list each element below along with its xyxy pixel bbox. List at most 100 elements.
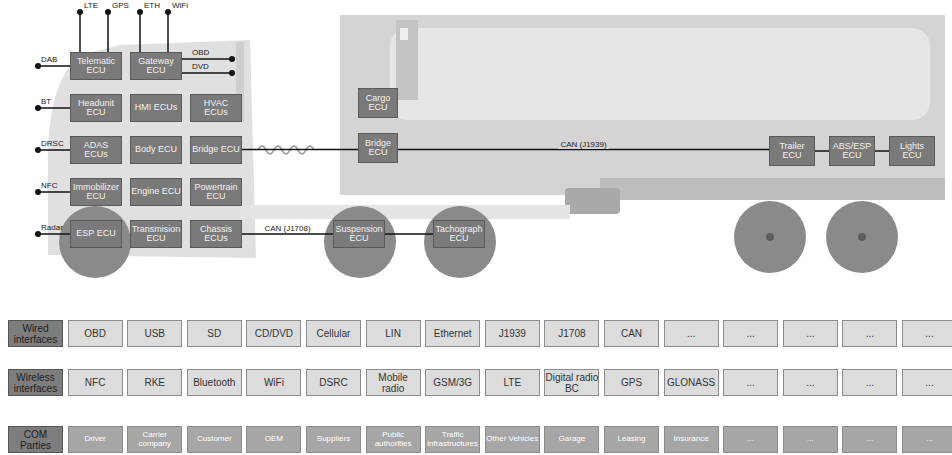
- table-cell: ...: [902, 320, 952, 347]
- box-text: Bluetooth: [193, 377, 235, 388]
- table-cell: NFC: [68, 369, 123, 396]
- table-cell: Wireless interfaces: [8, 369, 63, 396]
- box-text: ...: [687, 328, 695, 339]
- box-text: ...: [807, 435, 814, 444]
- ecu-box: ABS/ESP ECU: [829, 136, 875, 166]
- box-text: Lights ECU: [890, 142, 934, 161]
- table-cell: OEM: [246, 426, 301, 453]
- table-cell: ...: [723, 426, 778, 453]
- box-text: ...: [806, 328, 814, 339]
- box-text: Engine ECU: [131, 187, 181, 196]
- table-cell: DSRC: [306, 369, 361, 396]
- box-text: GSM/3G: [433, 377, 472, 388]
- ecu-box: Body ECU: [130, 136, 182, 164]
- table-cell: J1708: [544, 320, 599, 347]
- ecu-box: Tachograph ECU: [433, 220, 485, 248]
- box-text: Cellular: [317, 328, 351, 339]
- interface-label: LTE: [84, 2, 98, 10]
- box-text: Body ECU: [135, 145, 177, 154]
- interface-label: DAB: [41, 56, 57, 64]
- box-text: Wireless interfaces: [9, 372, 62, 394]
- box-text: J1708: [558, 328, 585, 339]
- box-text: Ethernet: [434, 328, 472, 339]
- table-cell: Customer: [187, 426, 242, 453]
- ecu-box: Suspension ECU: [333, 220, 385, 248]
- table-cell: Garage: [544, 426, 599, 453]
- table-cell: ...: [723, 369, 778, 396]
- box-text: ...: [747, 377, 755, 388]
- box-text: ABS/ESP ECU: [830, 142, 874, 161]
- ecu-box: Headunit ECU: [70, 94, 122, 122]
- table-cell: WiFi: [246, 369, 301, 396]
- box-text: Cargo ECU: [359, 94, 397, 113]
- table-cell: ...: [783, 426, 838, 453]
- table-cell: Suppliers: [306, 426, 361, 453]
- box-text: ADAS ECUs: [71, 141, 121, 160]
- trailer-body: [340, 15, 945, 195]
- box-text: ...: [867, 435, 874, 444]
- box-text: Powertrain ECU: [191, 183, 241, 202]
- box-text: Wired interfaces: [9, 323, 62, 345]
- landing-gear: [565, 188, 620, 214]
- box-text: USB: [144, 328, 165, 339]
- interface-label: OBD: [192, 49, 209, 57]
- table-cell: ...: [902, 426, 952, 453]
- table-cell: Insurance: [664, 426, 719, 453]
- box-text: ...: [925, 328, 933, 339]
- table-cell: ...: [723, 320, 778, 347]
- table-cell: ...: [842, 369, 897, 396]
- ecu-box: Bridge ECU: [190, 136, 242, 164]
- interface-label: DVD: [192, 63, 209, 71]
- interface-label: DRSC: [41, 140, 64, 148]
- table-cell: Public authorities: [366, 426, 421, 453]
- box-text: WiFi: [264, 377, 284, 388]
- ecu-box: HVAC ECUs: [190, 94, 242, 122]
- box-text: ...: [747, 435, 754, 444]
- table-cell: Bluetooth: [187, 369, 242, 396]
- table-cell: Mobile radio: [366, 369, 421, 396]
- bus-line: [242, 149, 358, 151]
- ecu-box: Trailer ECU: [769, 136, 815, 166]
- table-cell: ...: [842, 426, 897, 453]
- table-cell: Leasing: [604, 426, 659, 453]
- bus-label: CAN (J1708): [262, 225, 312, 233]
- ecu-box: Chassis ECUs: [190, 220, 242, 248]
- table-cell: CAN: [604, 320, 659, 347]
- box-text: Carrier company: [128, 431, 181, 449]
- box-text: OBD: [84, 328, 106, 339]
- table-cell: GPS: [604, 369, 659, 396]
- box-text: ...: [747, 328, 755, 339]
- ecu-box: Gateway ECU: [130, 52, 182, 80]
- wheels: [59, 201, 898, 278]
- table-cell: RKE: [127, 369, 182, 396]
- table-cell: LIN: [366, 320, 421, 347]
- interface-label: GPS: [112, 2, 129, 10]
- ecu-box: Powertrain ECU: [190, 178, 242, 206]
- box-text: Immobilizer ECU: [71, 183, 121, 202]
- box-text: Other Vehicles: [486, 435, 538, 444]
- trailer-door: [396, 20, 418, 100]
- box-text: Headunit ECU: [71, 99, 121, 118]
- box-text: Suspension ECU: [334, 225, 384, 244]
- box-text: ...: [866, 377, 874, 388]
- box-text: Public authorities: [367, 431, 420, 449]
- box-text: Customer: [197, 435, 232, 444]
- box-text: HMI ECUs: [135, 103, 178, 112]
- box-text: RKE: [144, 377, 165, 388]
- box-text: DSRC: [319, 377, 347, 388]
- table-cell: ...: [664, 320, 719, 347]
- box-text: Trailer ECU: [770, 142, 814, 161]
- table-cell: COM Parties: [8, 426, 63, 453]
- bus-line: [385, 233, 433, 235]
- ecu-box: Bridge ECU: [358, 133, 398, 163]
- box-text: SD: [207, 328, 221, 339]
- table-cell: Driver: [68, 426, 123, 453]
- box-text: Digital radio BC: [545, 372, 598, 394]
- box-text: Insurance: [674, 435, 709, 444]
- table-cell: GLONASS: [664, 369, 719, 396]
- table-cell: ...: [783, 369, 838, 396]
- table-cell: CD/DVD: [246, 320, 301, 347]
- table-cell: Digital radio BC: [544, 369, 599, 396]
- ecu-box: ADAS ECUs: [70, 136, 122, 164]
